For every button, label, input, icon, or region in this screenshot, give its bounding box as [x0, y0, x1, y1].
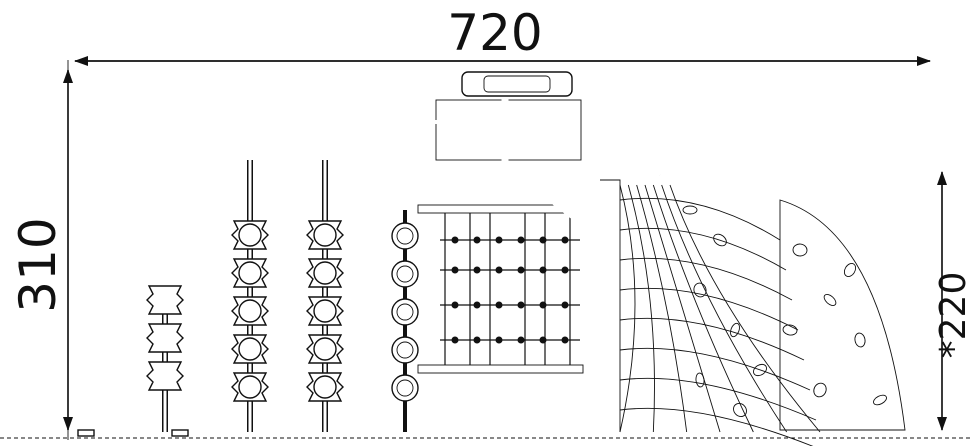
- climbing-poles: [146, 160, 344, 432]
- ring-column: [391, 210, 419, 432]
- central-tower: [417, 71, 600, 432]
- width-label: 720: [447, 4, 542, 62]
- left-arches: [77, 113, 431, 437]
- secondary-height-label: *220: [933, 272, 970, 359]
- width-dimension: 720: [67, 4, 931, 440]
- secondary-height-dimension: *220: [933, 171, 970, 431]
- height-label: 310: [9, 217, 67, 312]
- rope-net-panel: [510, 168, 918, 446]
- height-dimension: 310: [9, 69, 73, 431]
